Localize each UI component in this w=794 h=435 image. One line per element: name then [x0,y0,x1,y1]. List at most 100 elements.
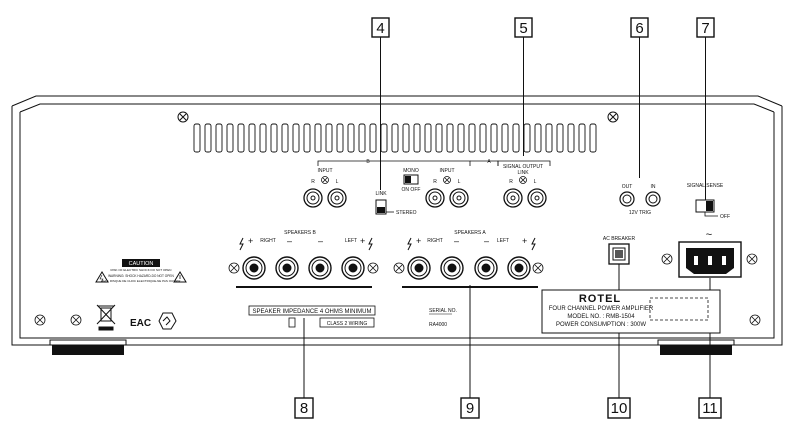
trigger-out-jack[interactable] [619,191,635,207]
caution-label: CAUTION RISK OF ELECTRIC SHOCK DO NOT OP… [95,259,187,283]
mono-label: MONO [403,168,419,174]
input-group-a-label: A [487,159,491,165]
vent-slot [358,123,366,153]
callout-8: 8 [294,318,314,419]
callout-11-number: 11 [702,400,718,417]
vent-slot [490,123,498,153]
rca-output-left[interactable] [527,188,547,208]
speaker-labels: SPEAKER IMPEDANCE 4 OHMS MINIMUM CLASS 2… [248,305,457,328]
signal-output-section: SIGNAL OUTPUT LINK R L [497,160,551,208]
speakers-a-left-label: LEFT [497,238,509,244]
vent-slot [457,123,465,153]
warning-bolt-icon [368,237,373,251]
speakers-a-right-plus: + [416,236,421,246]
input-b-left-label: L [336,179,339,185]
ac-inlet-screws [661,253,758,265]
vent-slot [567,123,575,153]
speaker-terminal-b-right-plus[interactable] [242,256,266,280]
top-screws [177,111,619,123]
nameplate: ROTEL FOUR CHANNEL POWER AMPLIFIER MODEL… [541,289,721,334]
callout-10: 10 [607,264,631,419]
vent-slot [512,123,520,153]
eac-mark: EAC [130,318,151,329]
vent-slot [325,123,333,153]
chassis [11,95,783,346]
vent-slot [523,123,531,153]
speaker-terminal-b-left-minus[interactable] [308,256,332,280]
caution-title: CAUTION [129,261,154,267]
vent-slot [336,123,344,153]
stereo-label: STEREO [396,210,417,216]
vent-slot [413,123,421,153]
signal-sense-title: SIGNAL SENSE [687,183,724,189]
vent-slot [534,123,542,153]
foot-right [657,339,735,355]
input-b-right-label: R [311,179,315,185]
rca-input-a-left[interactable] [449,188,469,208]
speakers-b-left-plus: + [360,236,365,246]
callout-4-number: 4 [376,20,384,37]
callout-7: 7 [696,17,715,200]
vent-slot [402,123,410,153]
iec-power-inlet[interactable] [678,241,742,278]
rca-output-right[interactable] [503,188,523,208]
warning-bolt-icon [531,237,536,251]
trigger-in-label: IN [651,184,656,190]
ac-breaker-section: AC BREAKER [603,236,636,265]
speaker-terminal-a-left-minus[interactable] [474,256,498,280]
vent-slot [479,123,487,153]
callout-5-number: 5 [519,20,527,37]
vent-slot [578,123,586,153]
class2-label: CLASS 2 WIRING [327,321,368,327]
shock-warning-icon [95,271,109,283]
speakers-a-left-plus: + [522,236,527,246]
vent-slot [281,123,289,153]
vent-slot [314,123,322,153]
rcm-mark-icon [158,312,177,330]
callout-5: 5 [514,17,533,156]
caution-line1: RISK OF ELECTRIC SHOCK DO NOT OPEN [111,268,172,272]
vent-slot [435,123,443,153]
trigger-section: OUT IN 12V TRIG [619,184,661,216]
callout-9: 9 [460,285,480,419]
indicator-icon [288,317,296,328]
model-code-label: RA4000 [429,322,447,328]
ac-inlet-section: ~ [661,229,758,278]
impedance-label: SPEAKER IMPEDANCE 4 OHMS MINIMUM [252,309,371,315]
mono-on-off-label: ON OFF [402,187,421,193]
rca-input-b-right[interactable] [303,188,323,208]
speaker-terminal-b-left-plus[interactable] [341,256,365,280]
vent-slot [347,123,355,153]
ventilation-slots [193,123,597,153]
mono-switch[interactable] [403,174,419,185]
speaker-terminal-a-right-plus[interactable] [407,256,431,280]
input-section: B A INPUT INPUT R L R L LINK [303,159,527,216]
signal-sense-switch[interactable] [695,199,715,213]
caution-line2: WARNING: SHOCK HAZARD-DO NOT OPEN [108,274,174,278]
rca-input-b-left[interactable] [327,188,347,208]
brand-logo-text: ROTEL [579,293,621,305]
rca-input-a-right[interactable] [425,188,445,208]
input-group-b-label: B [366,159,370,165]
speakers-b-screws [228,262,379,274]
callout-9-number: 9 [466,400,474,417]
vent-slot [259,123,267,153]
speakers-a-title: SPEAKERS A [454,230,486,236]
vent-slot [226,123,234,153]
link-stereo-switch[interactable] [375,199,387,215]
speaker-terminal-b-right-minus[interactable] [275,256,299,280]
speakers-b-title: SPEAKERS B [284,230,316,236]
trigger-in-jack[interactable] [645,191,661,207]
speaker-terminal-a-left-plus[interactable] [507,256,531,280]
speakers-a-screws [393,262,544,274]
speaker-terminal-a-right-minus[interactable] [440,256,464,280]
input-b-label: INPUT [318,168,333,174]
signal-sense-section: SIGNAL SENSE OFF [687,183,730,220]
warning-bolt-icon [407,237,412,251]
vent-slot [446,123,454,153]
ac-breaker-button[interactable] [608,243,630,265]
ac-breaker-label: AC BREAKER [603,236,636,242]
signal-output-link-label: LINK [517,170,529,176]
vent-slot [237,123,245,153]
